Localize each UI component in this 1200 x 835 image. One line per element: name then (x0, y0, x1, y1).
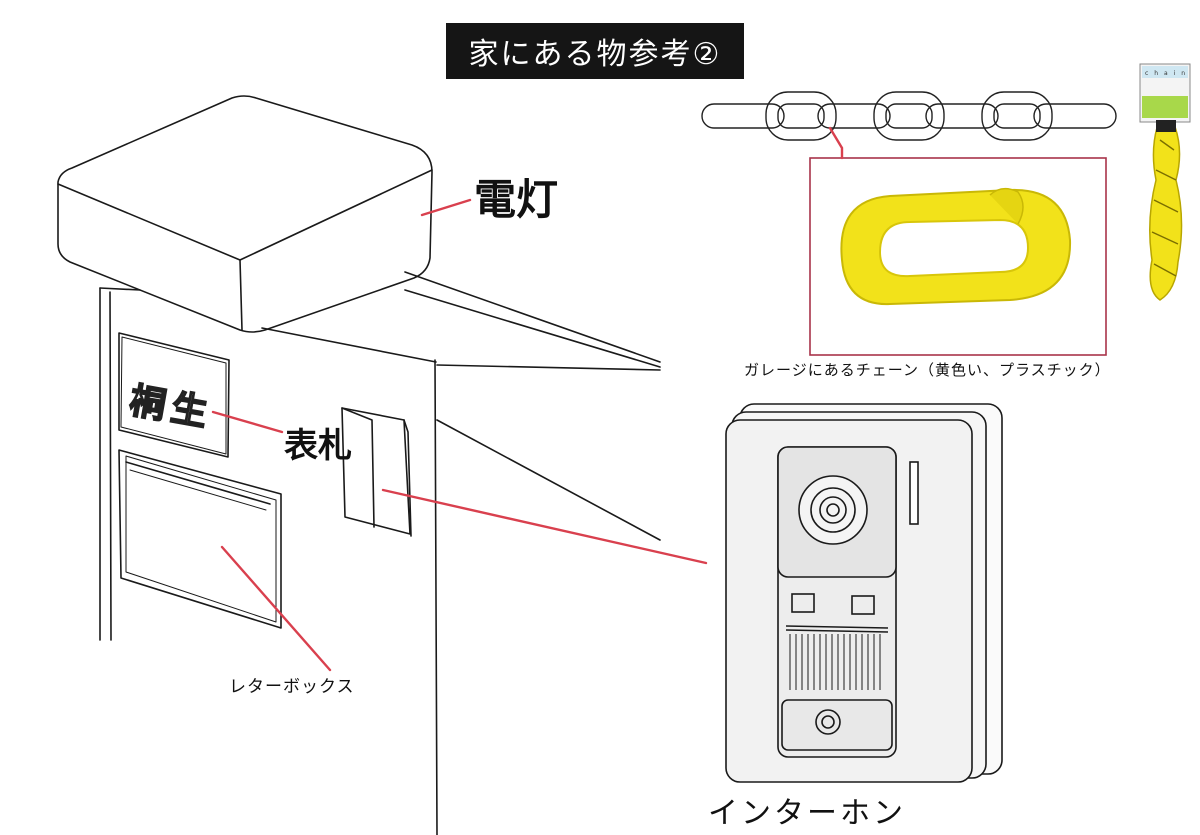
chain-sketch (701, 91, 1117, 141)
page-title: 家にある物参考② (446, 23, 744, 79)
nameplate-label: 表札 (284, 426, 352, 466)
intercom-on-pillar (341, 407, 412, 537)
leader-line-chain (828, 126, 844, 160)
intercom-closeup (725, 403, 1003, 783)
chain-product-package: chain (1139, 63, 1191, 301)
gate-pillar (99, 271, 661, 835)
letterbox (118, 449, 282, 629)
chain-label: ガレージにあるチェーン（黄色い、プラスチック） (744, 361, 1111, 379)
intercom-label: インターホン (708, 796, 906, 831)
leader-line-light (420, 198, 472, 217)
leader-line-nameplate (211, 410, 284, 434)
chain-closeup-frame (809, 157, 1107, 356)
svg-text:chain: chain (1145, 70, 1185, 77)
yellow-chain-link (840, 187, 1072, 306)
nameplate (118, 332, 230, 458)
light-label: 電灯 (474, 175, 559, 224)
leader-line-letterbox (220, 545, 332, 672)
leader-lines (211, 126, 844, 672)
light-fixture (57, 95, 433, 333)
letterbox-label: レターボックス (229, 677, 355, 697)
nameplate-text: 桐生 (126, 380, 216, 435)
leader-line-intercom (381, 488, 708, 565)
